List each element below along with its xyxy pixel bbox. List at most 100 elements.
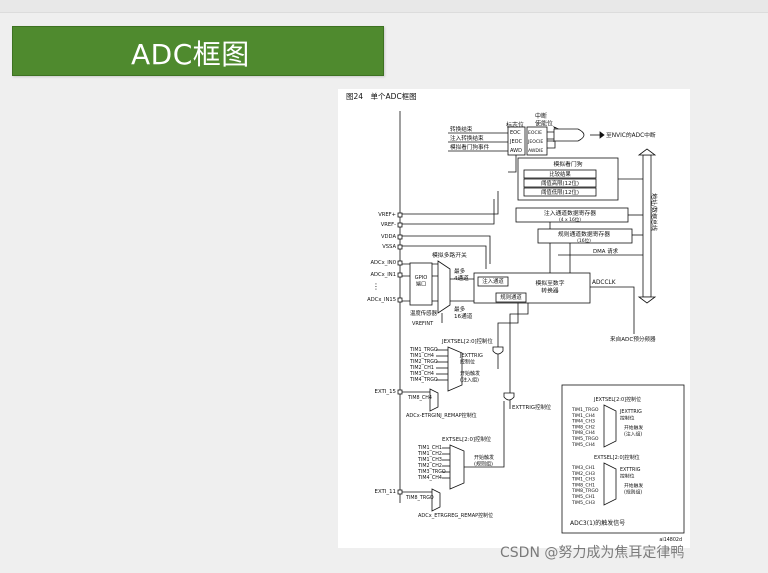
inj-trigger-tim2_trgo: TIM2_TRGO xyxy=(409,359,438,365)
reg-remap-label: ADCx_ETRGREG_REMAP控制位 xyxy=(418,512,493,519)
pin-vref: VREF- xyxy=(381,222,396,228)
adc3-inj-trigger-tim1_trgo: TIM1_TRGO xyxy=(571,407,599,413)
pin-pad xyxy=(397,234,403,240)
event-label: 模拟看门狗事件 xyxy=(450,143,490,151)
start-regular-label: 开始触发 xyxy=(474,454,494,461)
prescaler-label: 来自ADC预分频器 xyxy=(610,335,656,343)
adcclk-line xyxy=(590,286,635,334)
adc3-reg-trigger-tim3_ch1: TIM3_CH1 xyxy=(571,465,595,471)
extsel-label: EXTSEL[2:0]控制位 xyxy=(442,435,492,443)
figure-id: ai14802d xyxy=(659,537,682,543)
temp-sensor-label: 温度传感器 xyxy=(410,309,438,317)
injected-data-registers xyxy=(515,207,629,223)
pin-adcxin15: ADCx_IN15 xyxy=(367,297,396,303)
adc3-inj-trigger-tim5_ch4: TIM5_CH4 xyxy=(571,442,595,448)
watchdog-title: 模拟看门狗 xyxy=(554,160,583,168)
flag-awd: AWD xyxy=(510,148,522,154)
tim8ch4-label: TIM8_CH4 xyxy=(407,395,432,401)
dma-label: DMA 请求 xyxy=(593,247,619,255)
diagram-svg: 图24 单个ADC框图中断使能位标志位EOCJEOCAWDEOCIEJEOCIE… xyxy=(346,91,685,543)
adc3-exttrig-label: EXTTRIG xyxy=(620,467,641,473)
or-gate-body xyxy=(553,128,585,142)
adc3-reg-trigger-tim1_ch3: TIM1_CH3 xyxy=(571,477,595,483)
inj-remap-label: ADCx-ETRGINJ_REMAP控制位 xyxy=(406,412,477,419)
pin-pad xyxy=(397,489,403,495)
up-to-4-label: 4通道 xyxy=(454,274,469,282)
watchdog-row-label: 比较结果 xyxy=(549,170,571,178)
start-injected-label: (注入组) xyxy=(460,377,479,384)
enable-eocie: EOCIE xyxy=(528,130,542,136)
adc3-inj-trigger-tim5_trgo: TIM5_TRGO xyxy=(571,436,599,442)
jexttrig-gate xyxy=(492,346,504,355)
adc3-caption: ADC3(1)的触发信号 xyxy=(570,519,625,527)
pin-pad xyxy=(397,297,403,303)
adc3-inj-trigger-tim4_ch3: TIM4_CH3 xyxy=(571,419,595,425)
bus-arrow-bottom xyxy=(637,296,657,304)
reg-trigger-tim4_ch4: TIM4_CH4 xyxy=(417,475,442,481)
regular-channel-label: 规则通道 xyxy=(500,293,522,301)
regular-trigger-path xyxy=(509,303,529,409)
exti15-label: EXTI_15 xyxy=(375,389,396,395)
jextsel-label: JEXTSEL[2:0]控制位 xyxy=(441,337,493,345)
up-to-16-label: 最多 xyxy=(454,305,466,313)
nvic-arrow xyxy=(599,131,605,139)
watchdog-row xyxy=(523,178,597,188)
pin-pad xyxy=(397,222,403,228)
regular-channel-box xyxy=(495,292,527,303)
bus-arrow-top xyxy=(637,148,657,156)
regular-data-registers xyxy=(537,228,633,244)
adc3-start-regular-label: (规则组) xyxy=(624,488,642,495)
adc3-inj-trigger-tim1_ch4: TIM1_CH4 xyxy=(571,413,595,419)
inj-remap-mux xyxy=(429,388,439,412)
reg-trigger-tim2_ch2: TIM2_CH2 xyxy=(417,463,442,469)
vrefint-label: VREFINT xyxy=(412,321,434,327)
vref-plus-line xyxy=(402,191,499,215)
jexttrig-label: 控制位 xyxy=(460,359,475,366)
inj-trigger-tim3_ch4: TIM3_CH4 xyxy=(409,371,434,377)
pin-vssa: VSSA xyxy=(382,244,396,250)
and-gate-bottom xyxy=(547,140,556,149)
bus-label: 地址/数据总线 xyxy=(650,193,658,231)
pin-pad xyxy=(397,244,403,250)
figure-caption: 图24 单个ADC框图 xyxy=(346,91,417,101)
adc3-reg-trigger-tim5_ch3: TIM5_CH3 xyxy=(571,500,595,506)
top-bar xyxy=(0,0,768,13)
adc3-exttrig-label: 控制位 xyxy=(620,472,635,479)
adc3-regular-mux xyxy=(603,462,617,506)
pin-vref: VREF+ xyxy=(378,212,396,218)
inj-trigger-tim1_ch4: TIM1_CH4 xyxy=(409,353,434,359)
converter-label: 转换器 xyxy=(541,286,559,294)
pin-pad xyxy=(397,272,403,278)
converter-label: 模拟至数字 xyxy=(536,279,565,287)
analog-mux xyxy=(437,260,451,314)
inj-trigger-tim2_ch1: TIM2_CH1 xyxy=(409,365,434,371)
adc3-start-regular-label: 开始触发 xyxy=(624,482,643,489)
injected-trigger-path xyxy=(497,303,519,369)
adc3-reg-trigger-tim2_ch3: TIM2_CH3 xyxy=(571,471,595,477)
title-banner: ADC框图 xyxy=(12,26,384,76)
inj-trigger-tim4_trgo: TIM4_TRGO xyxy=(409,377,438,383)
regular-start-line xyxy=(464,401,505,468)
reg-trigger-tim1_ch2: TIM1_CH2 xyxy=(417,451,442,457)
adcclk-label: ADCCLK xyxy=(592,280,616,286)
gpio-label: GPIO xyxy=(415,275,428,281)
injected-regs-title: 注入通道数据寄存器 xyxy=(544,209,596,217)
watchdog-row xyxy=(523,187,597,197)
injected-channel-label: 注入通道 xyxy=(482,277,504,285)
regular-regs-title: 规则通道数据寄存器 xyxy=(558,230,610,238)
flag-box xyxy=(507,126,526,156)
event-label: 转换结束 xyxy=(450,125,473,133)
jexttrig-label: JEXTTRIG xyxy=(459,353,483,359)
interrupt-enable-header: 中断 xyxy=(535,112,547,120)
slide-title: ADC框图 xyxy=(131,38,250,71)
adc3-trigger-box xyxy=(561,384,685,534)
gpio-port-box xyxy=(409,262,433,306)
watchdog-row xyxy=(523,169,597,179)
pin-adcxin1: ADCx_IN1 xyxy=(370,272,396,278)
inj-trigger-tim1_trgo: TIM1_TRGO xyxy=(409,347,438,353)
reg-trigger-tim1_ch1: TIM1_CH1 xyxy=(417,445,442,451)
adc3-reg-trigger-tim8_trgo: TIM8_TRGO xyxy=(571,488,599,494)
nvic-label: 至NVIC的ADC中断 xyxy=(606,131,656,139)
flag-header: 标志位 xyxy=(506,121,524,129)
